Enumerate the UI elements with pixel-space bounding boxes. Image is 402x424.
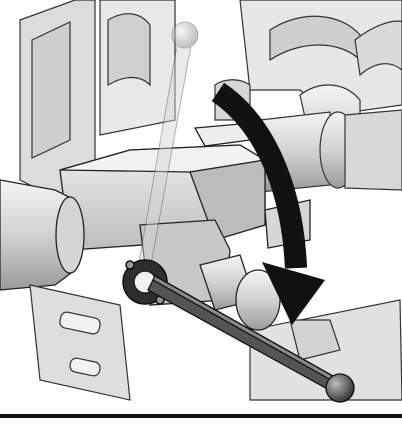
rear-housing-left [19, 0, 176, 201]
lever-active-position [147, 275, 355, 403]
inlet-fitting-left [0, 179, 85, 291]
rotation-arrow [211, 82, 325, 325]
lower-frame [29, 284, 402, 401]
